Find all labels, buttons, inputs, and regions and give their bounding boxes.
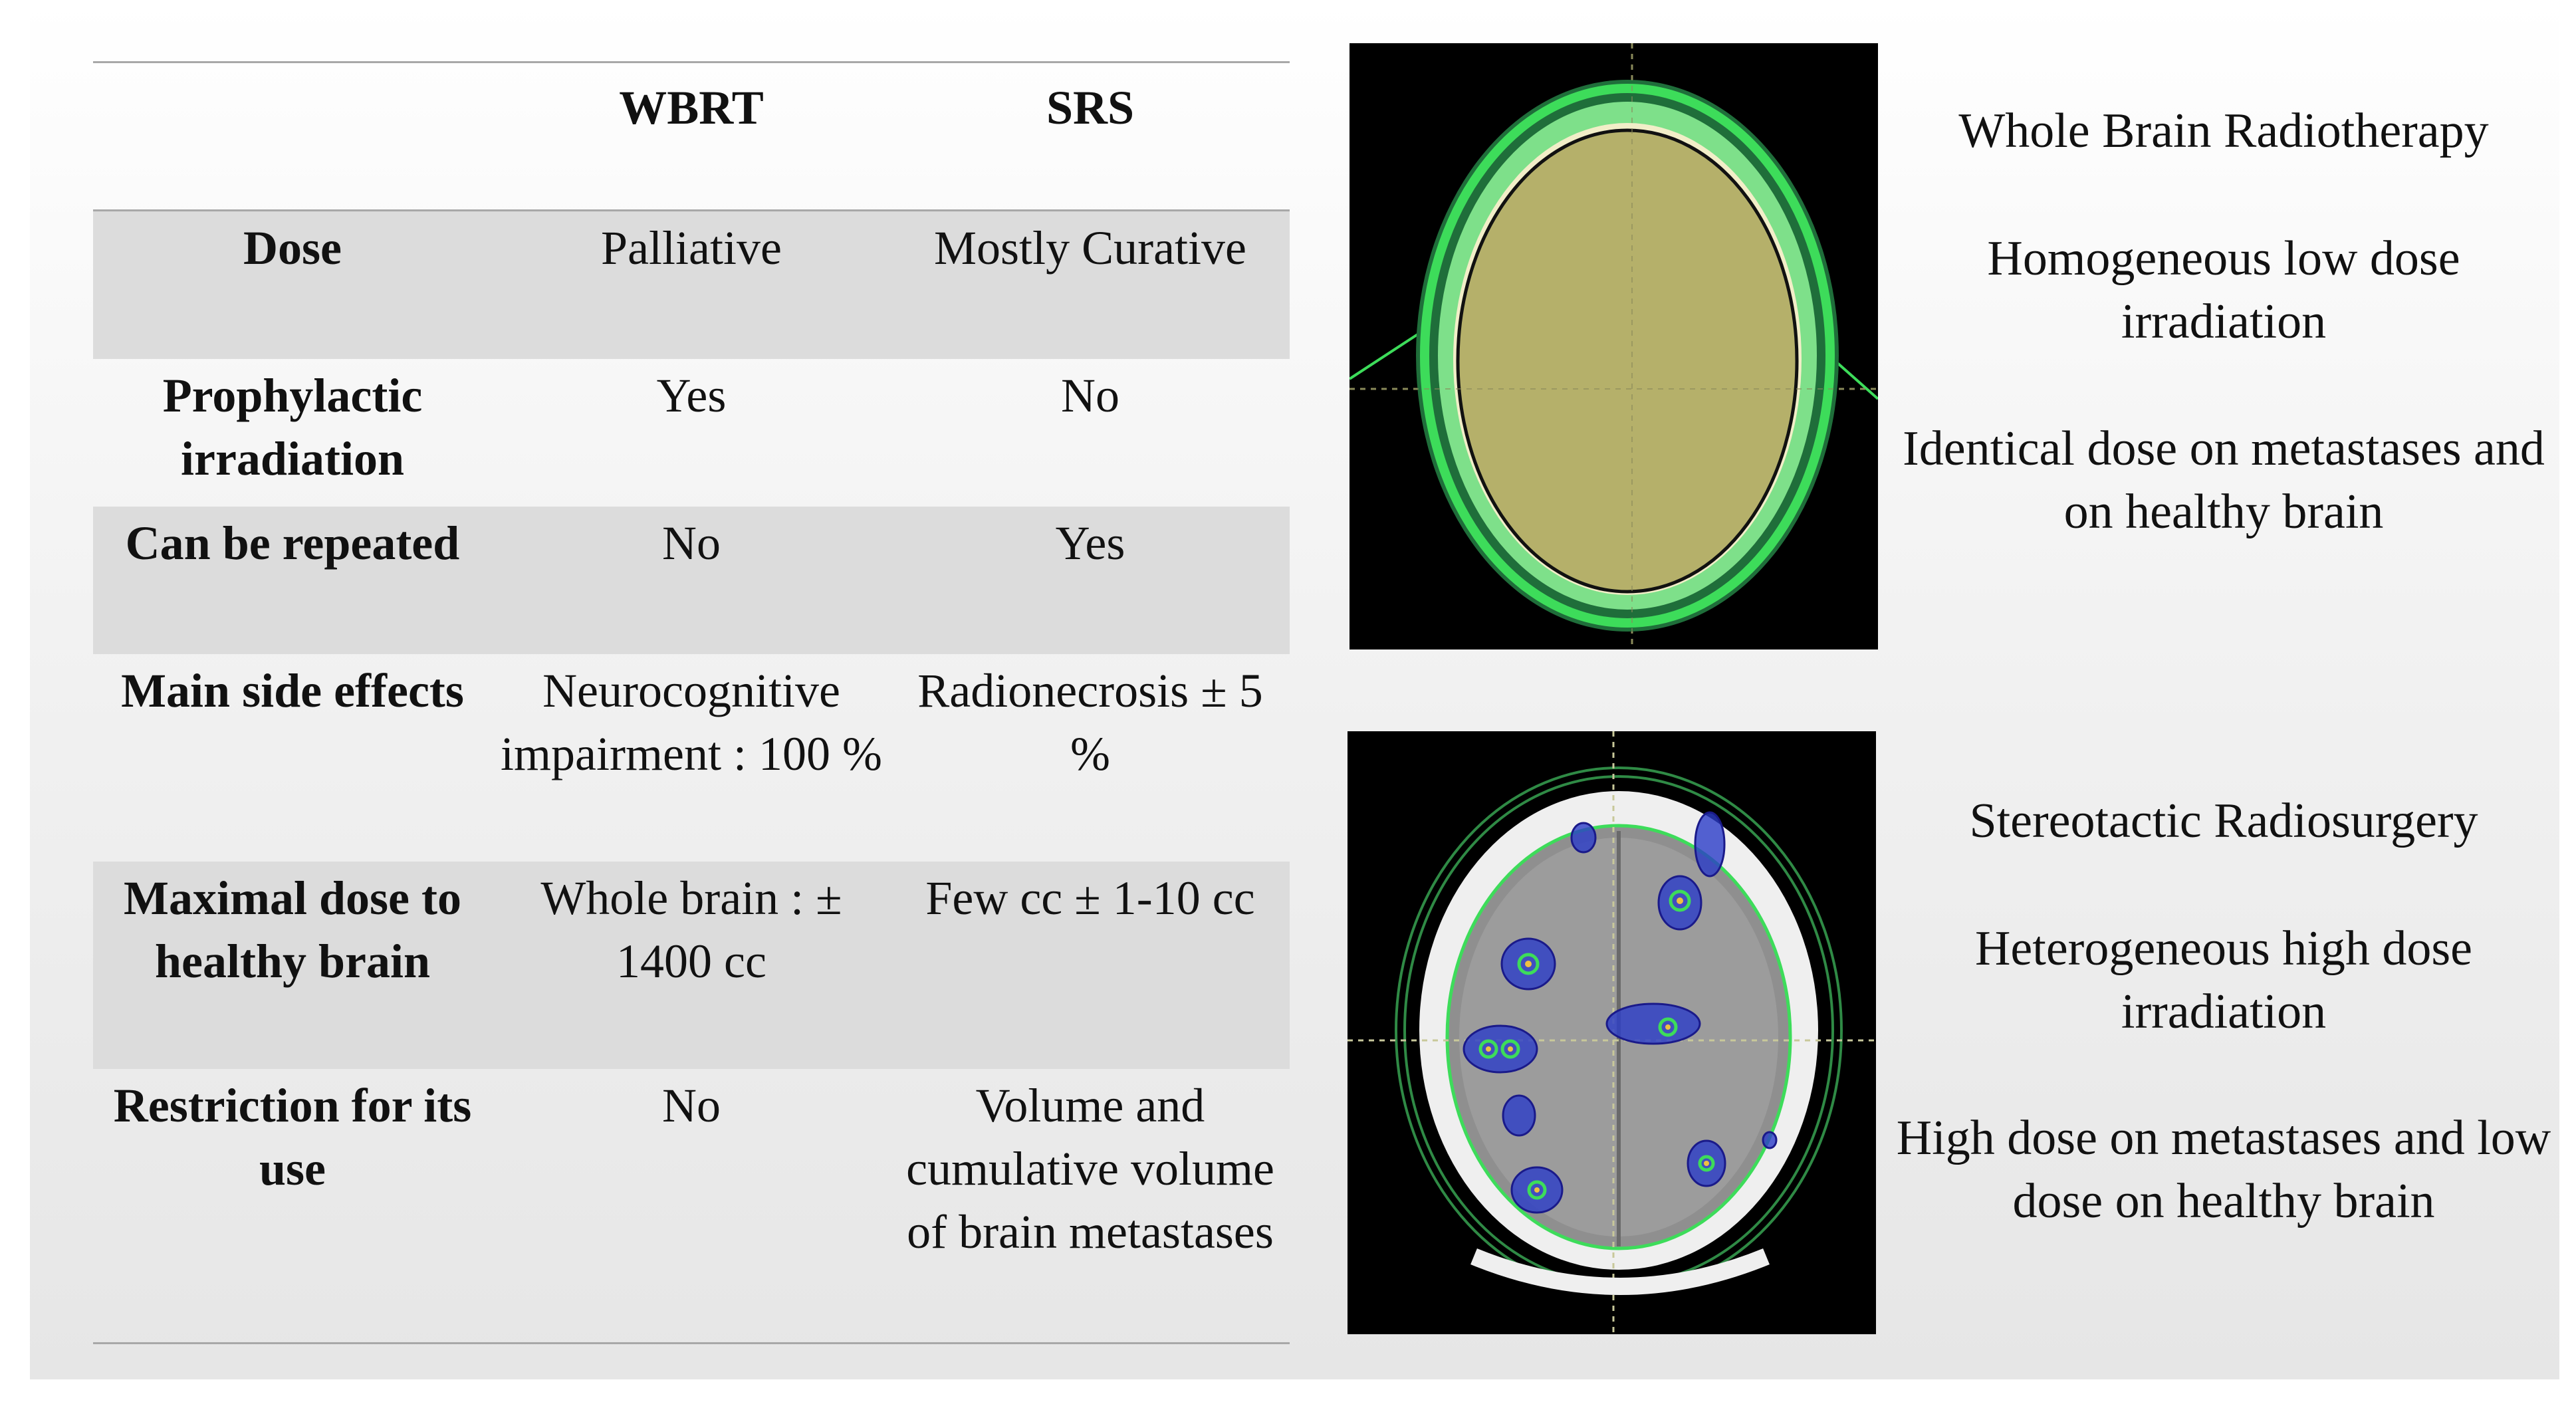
srs-value: Yes xyxy=(1055,517,1125,570)
srs-title: Stereotactic Radiosurgery xyxy=(1969,794,2478,848)
row-label: Restriction for its use xyxy=(113,1079,472,1195)
wbrt-value: Whole brain : ± 1400 cc xyxy=(540,872,842,988)
header-empty xyxy=(93,63,492,209)
header-wbrt: WBRT xyxy=(619,81,764,134)
srs-value: Volume and cumulative volume of brain me… xyxy=(906,1079,1274,1258)
wbrt-value: Neurocognitive impairment : 100 % xyxy=(501,664,882,780)
srs-point-1: Heterogeneous high dose irradiation xyxy=(1974,921,2473,1039)
srs-point-2: High dose on metastases and low dose on … xyxy=(1896,1111,2551,1229)
row-label: Maximal dose to healthy brain xyxy=(124,872,461,988)
wbrt-value: Yes xyxy=(656,369,727,422)
srs-value: Mostly Curative xyxy=(934,221,1246,275)
wbrt-value: No xyxy=(662,517,721,570)
table-row-maximal-dose: Maximal dose to healthy brain Whole brai… xyxy=(93,862,1290,1069)
table-row-side-effects: Main side effects Neurocognitive impairm… xyxy=(93,654,1290,862)
wbrt-point-2: Identical dose on metastases and on heal… xyxy=(1903,421,2545,539)
row-label: Dose xyxy=(243,221,342,275)
figure: WBRT SRS Dose Palliative Mostly Curative… xyxy=(30,0,2559,1379)
table-row-restriction: Restriction for its use No Volume and cu… xyxy=(93,1069,1290,1342)
row-label: Main side effects xyxy=(121,664,464,717)
wbrt-title: Whole Brain Radiotherapy xyxy=(1958,104,2489,158)
srs-value: No xyxy=(1061,369,1119,422)
srs-dose-distribution xyxy=(1347,731,1876,1334)
comparison-table: WBRT SRS Dose Palliative Mostly Curative… xyxy=(93,61,1290,1344)
wbrt-dose-distribution xyxy=(1349,43,1878,649)
srs-scan-image xyxy=(1347,731,1876,1334)
header-srs: SRS xyxy=(1046,81,1135,134)
table-row-prophylactic: Prophylactic irradiation Yes No xyxy=(93,359,1290,507)
wbrt-value: No xyxy=(662,1079,721,1132)
srs-value: Few cc ± 1-10 cc xyxy=(925,872,1255,925)
row-label: Prophylactic irradiation xyxy=(162,369,423,485)
table-header-row: WBRT SRS xyxy=(93,63,1290,211)
table-row-repeated: Can be repeated No Yes xyxy=(93,507,1290,654)
wbrt-value: Palliative xyxy=(601,221,782,275)
row-label: Can be repeated xyxy=(125,517,460,570)
wbrt-scan-image xyxy=(1349,43,1878,649)
table-row-dose: Dose Palliative Mostly Curative xyxy=(93,211,1290,359)
wbrt-point-1: Homogeneous low dose irradiation xyxy=(1987,231,2460,349)
srs-value: Radionecrosis ± 5 % xyxy=(917,664,1263,780)
